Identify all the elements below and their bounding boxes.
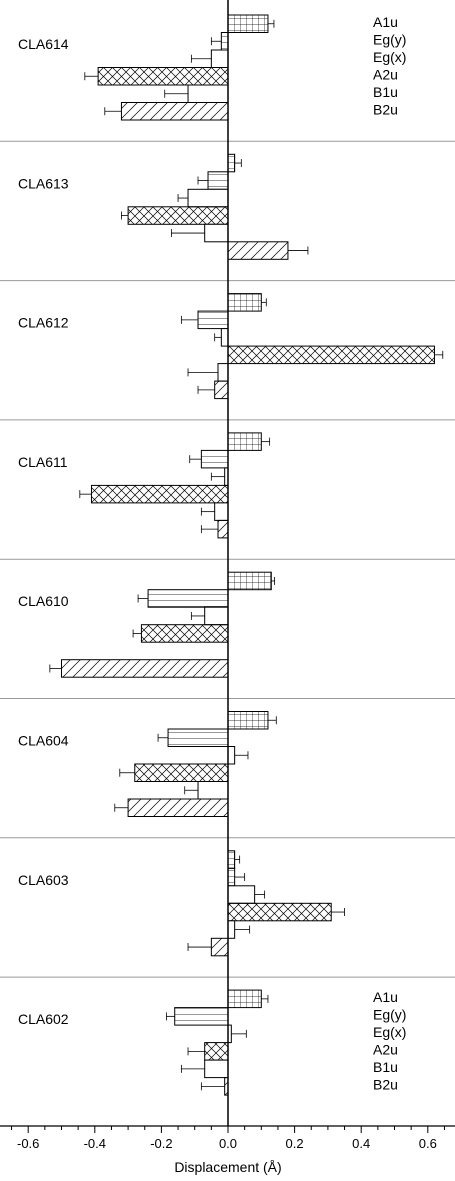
bar-egy xyxy=(167,728,229,747)
panel-cla613: CLA613 xyxy=(18,153,309,260)
x-axis-label: Displacement (Å) xyxy=(174,1159,281,1175)
legend-entry: B2u xyxy=(373,1077,398,1093)
bar-a2u xyxy=(140,624,229,643)
panels: CLA614CLA613CLA612CLA611CLA610CLA604CLA6… xyxy=(18,14,444,1096)
bar-b1u xyxy=(217,363,229,382)
bar-b2u xyxy=(214,380,229,400)
legend-entry: B1u xyxy=(373,1059,398,1075)
x-tick-label: 0.4 xyxy=(352,1136,370,1151)
bar-b2u xyxy=(127,798,229,817)
bar-a1u xyxy=(227,711,269,730)
panel-label: CLA611 xyxy=(18,454,68,470)
panel-label: CLA602 xyxy=(18,1011,69,1027)
panel-cla612: CLA612 xyxy=(18,293,444,400)
bar-a2u xyxy=(204,1042,229,1061)
panel-cla602: CLA602 xyxy=(18,989,269,1096)
legend-entry: A2u xyxy=(373,1042,398,1058)
bar-a2u xyxy=(134,763,229,782)
bar-a1u xyxy=(227,989,262,1009)
bar-b2u xyxy=(120,102,229,121)
bar-a1u xyxy=(227,293,262,312)
bar-b1u xyxy=(204,1059,229,1079)
bar-egx xyxy=(227,885,256,904)
bar-egx xyxy=(204,606,229,626)
bar-a1u xyxy=(227,432,262,451)
x-tick-label: 0.2 xyxy=(286,1136,304,1151)
bar-a2u xyxy=(127,206,229,225)
bar-a1u xyxy=(227,153,236,173)
legend-entry: B2u xyxy=(373,102,398,118)
legend-entry: Eg(x) xyxy=(373,49,406,65)
bar-egx xyxy=(210,49,229,68)
panel-cla603: CLA603 xyxy=(18,850,345,957)
bar-egy xyxy=(197,310,229,330)
bar-egy xyxy=(147,589,229,608)
bar-egy xyxy=(207,171,229,190)
bar-b1u xyxy=(204,223,229,243)
legend-entry: Eg(y) xyxy=(373,32,406,48)
bar-a1u xyxy=(227,14,269,33)
panel-label: CLA612 xyxy=(18,315,69,331)
panel-label: CLA610 xyxy=(18,593,69,609)
x-axis: -0.6 -0.4 -0.2 0.0 0.2 0.4 0.6 xyxy=(0,1125,455,1151)
legend-entry: Eg(x) xyxy=(373,1024,406,1040)
x-tick-label: -0.2 xyxy=(150,1136,172,1151)
bar-a1u xyxy=(227,850,236,869)
bar-a2u xyxy=(227,902,332,922)
legend-entry: A1u xyxy=(373,14,398,30)
bar-egx xyxy=(220,328,229,347)
bar-a2u xyxy=(90,484,229,504)
legend-entry: A2u xyxy=(373,67,398,83)
panel-label: CLA614 xyxy=(18,36,69,52)
panel-label: CLA613 xyxy=(18,175,69,191)
x-tick-label: 0.0 xyxy=(219,1136,237,1151)
bar-b2u xyxy=(210,937,229,957)
panel-label: CLA603 xyxy=(18,872,69,888)
x-tick-label: -0.6 xyxy=(17,1136,39,1151)
bar-b1u xyxy=(214,502,229,521)
panel-cla614: CLA614 xyxy=(18,14,275,121)
panel-cla611: CLA611 xyxy=(18,432,271,539)
bar-egy xyxy=(200,449,229,469)
legend-entry: A1u xyxy=(373,989,398,1005)
panel-cla610: CLA610 xyxy=(18,571,276,678)
bar-egy xyxy=(227,867,236,887)
bar-egy xyxy=(174,1007,229,1026)
bar-b2u xyxy=(227,241,289,260)
bar-b1u xyxy=(187,84,229,103)
bar-a1u xyxy=(227,571,272,591)
panel-label: CLA604 xyxy=(18,733,69,749)
x-tick-label: 0.6 xyxy=(419,1136,437,1151)
bar-b2u xyxy=(61,659,229,678)
legend-entry: Eg(y) xyxy=(373,1007,406,1023)
legend-entry: B1u xyxy=(373,84,398,100)
bar-a2u xyxy=(227,345,435,365)
bar-b1u xyxy=(197,781,229,800)
bar-b2u xyxy=(217,519,229,539)
panel-cla604: CLA604 xyxy=(18,711,277,817)
x-tick-label: -0.4 xyxy=(84,1136,106,1151)
bar-a2u xyxy=(97,67,229,86)
legends: A1uEg(y)Eg(x)A2uB1uB2uA1uEg(y)Eg(x)A2uB1… xyxy=(373,14,406,1093)
bar-egy xyxy=(220,32,229,51)
bar-b1u xyxy=(227,920,236,939)
bar-egx xyxy=(227,746,236,765)
bar-egx xyxy=(187,188,229,208)
